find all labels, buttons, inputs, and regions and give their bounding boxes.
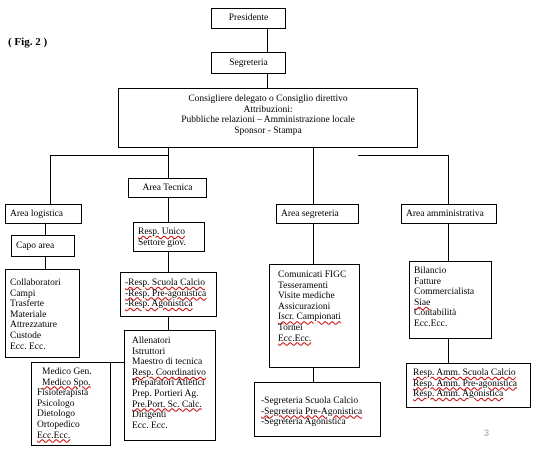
list-item: Prep. Portieri Ag. [132,388,199,399]
list-item: -Segreteria Scuola Calcio [261,396,359,406]
list-item: -Resp. Pre-agonistica [125,288,207,299]
resp-scuola-box: -Resp. Scuola Calcio -Resp. Pre-agonisti… [120,272,217,317]
connector [45,257,46,269]
list-item: Ortopedico [37,419,80,430]
list-item: Preparatori Atletici [132,378,205,389]
consiglio-line: Sponsor - Stampa [234,125,302,136]
resp-unico-line: Resp. Unico [138,227,185,237]
list-item: Materiale [10,309,47,320]
list-item: Comunicati FIGC [278,270,347,280]
segreteria-settori-box: -Segreteria Scuola Calcio -Segreteria Pr… [254,382,381,437]
connector [267,29,268,52]
list-item: -Segreteria Agonistica [261,417,346,428]
list-item: Contabilità [414,308,457,319]
medici-box: Medico Gen. Medico Spo. Fisioterapista P… [31,362,111,446]
resp-unico-box: Resp. Unico Settore giov. [133,222,205,252]
capo-area-box: Capo area [11,235,75,257]
area-logistica-box: Area logistica [5,204,82,224]
list-item: -Resp. Scuola Calcio [125,278,205,288]
list-item: Attrezzature [10,320,57,331]
list-item: Resp. Coordinativo [132,367,206,378]
list-item: Assicurazioni [278,301,331,312]
consiglio-line: Attribuzioni: [243,104,293,115]
list-item: Resp. Amm. Agonistica [413,389,504,400]
connector [313,148,314,204]
resp-amm-box: Resp. Amm. Scuola Calcio Resp. Amm. Pre-… [406,363,531,408]
segreteria-label: Segreteria [229,58,268,68]
list-item: -Resp. Agonistica [125,299,193,310]
list-item: Medico Gen. [42,367,92,377]
amministrativa-tasks-box: Bilancio Fatture Commercialista Siae Con… [409,261,492,339]
list-item: Maestro di tecnica [132,357,203,368]
connector [448,339,449,363]
list-item: Istruttori [132,346,166,357]
area-logistica-label: Area logistica [10,209,64,219]
area-tecnica-label: Area Tecnica [142,183,193,193]
area-tecnica-box: Area Tecnica [128,178,207,198]
list-item: Visite mediche [278,291,335,302]
consiglio-line: Consigliere delegato o Consiglio diretti… [188,94,348,104]
page-number: 3 [484,428,490,438]
segreteria-box: Segreteria [211,52,286,74]
connector [168,198,169,222]
list-item: Dirigenti [132,410,167,421]
area-segreteria-label: Area segreteria [281,209,339,219]
list-item: Ecc.Ecc. [414,318,448,329]
connector [358,155,448,156]
list-item: Tesseramenti [278,280,328,291]
connector [448,155,449,204]
list-item: Pre.Port. Sc. Calc. [132,399,202,410]
presidente-box: Presidente [211,8,286,29]
resp-unico-line: Settore giov. [138,237,186,248]
list-item: Dietologo [37,409,75,420]
connector [267,74,268,88]
presidente-label: Presidente [228,13,269,23]
list-item: Allenatori [132,336,171,346]
connector [168,317,169,330]
connector [50,155,168,156]
connector [45,224,46,235]
list-item: Custode [10,330,42,341]
list-item: Medico Spo. [42,377,91,388]
list-item: Ecc.Ecc. [278,333,312,344]
area-segreteria-box: Area segreteria [276,204,359,224]
figure-label: ( Fig. 2 ) [8,36,48,48]
connector [313,368,314,382]
list-item: Fatture [414,276,441,287]
segreteria-tasks-box: Comunicati FIGC Tesseramenti Visite medi… [269,264,360,368]
consiglio-line: Pubbliche relazioni – Amministrazione lo… [181,115,355,126]
logistica-staff-box: Collaboratori Campi Trasferte Materiale … [5,269,80,358]
list-item: Ecc.Ecc. [37,430,71,441]
list-item: Tornei [278,322,303,333]
connector [168,148,169,178]
list-item: Resp. Amm. Scuola Calcio [413,368,516,378]
list-item: Ecc. Ecc. [10,341,46,352]
list-item: Bilancio [414,266,447,276]
list-item: -Segreteria Pre-Agonistica [261,406,363,417]
list-item: Commercialista [414,287,475,298]
tecnici-box: Allenatori Istruttori Maestro di tecnica… [124,330,216,441]
capo-area-label: Capo area [16,241,55,251]
connector [448,224,449,261]
list-item: Fisioterapista [37,388,89,399]
connector [50,155,51,204]
list-item: Ecc. Ecc. [132,420,168,431]
connector [313,224,314,264]
list-item: Resp. Amm. Pre-agonistica [413,378,517,389]
connector [168,252,169,272]
list-item: Iscr. Campionati [278,312,341,323]
list-item: Siae [414,297,431,308]
list-item: Trasferte [10,299,44,310]
area-amministrativa-label: Area amministrativa [406,209,484,219]
list-item: Psicologo [37,398,75,409]
list-item: Campi [10,288,36,299]
list-item: Collaboratori [10,278,61,288]
consiglio-box: Consigliere delegato o Consiglio diretti… [118,88,418,148]
area-amministrativa-box: Area amministrativa [401,204,497,224]
